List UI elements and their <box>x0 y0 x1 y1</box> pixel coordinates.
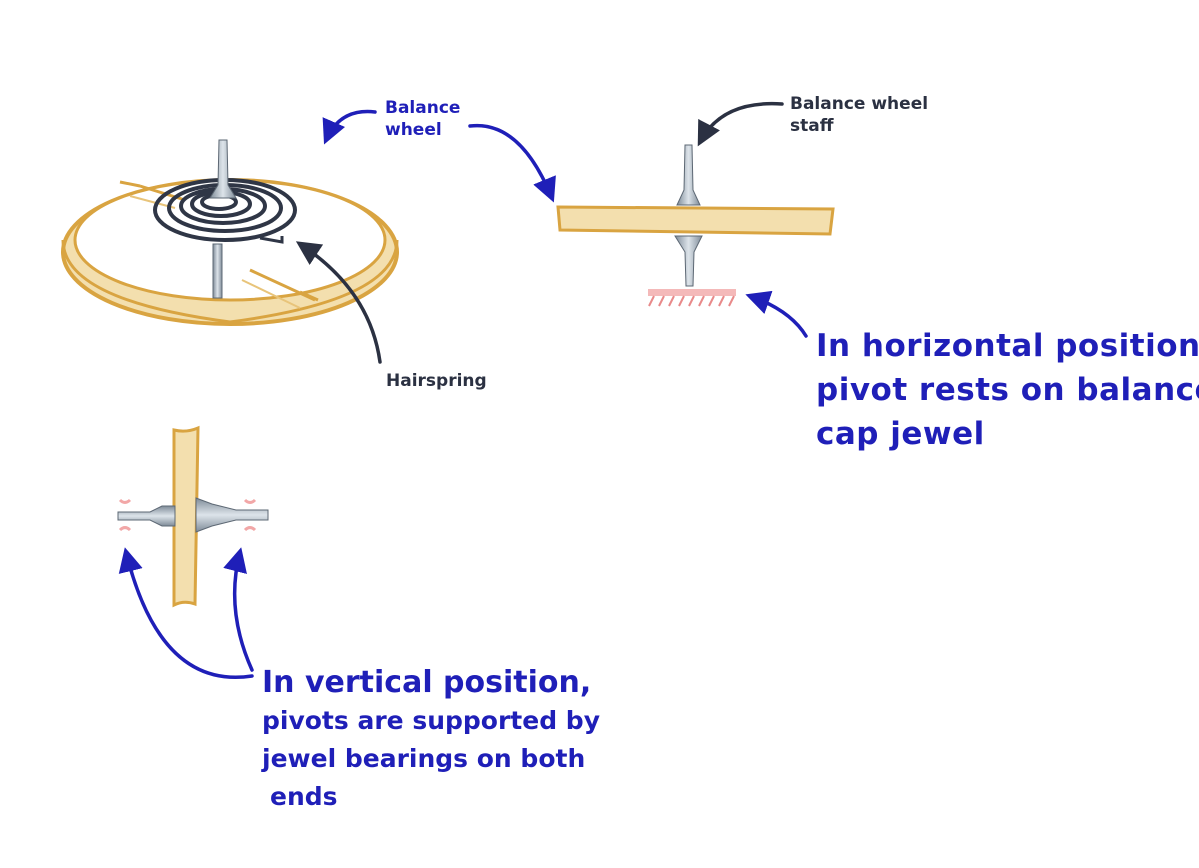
arrow-balance-wheel-right <box>468 123 556 203</box>
note-vertical-position: In vertical position, pivots are support… <box>262 664 600 816</box>
note-horizontal-line3: cap jewel <box>816 416 985 452</box>
balance-wheel-side-view <box>556 144 835 307</box>
arrow-hairspring <box>295 241 382 364</box>
vertical-staff-right <box>195 497 269 533</box>
note-vertical-line1: In vertical position, <box>262 665 592 700</box>
arrow-jewel-left <box>118 547 254 679</box>
balance-wheel-vertical-view <box>117 425 269 608</box>
staff-bottom <box>674 235 703 287</box>
note-horizontal-position: In horizontal position, pivot rests on b… <box>816 324 1199 456</box>
balance-wheel-perspective <box>61 139 399 326</box>
vertical-rim <box>172 425 200 608</box>
label-staff-line2: staff <box>790 116 834 136</box>
note-vertical-line3: jewel bearings on both <box>262 744 586 773</box>
jewel-bearings <box>118 498 257 532</box>
arrow-cap-jewel <box>745 290 808 338</box>
note-horizontal-line2: pivot rests on balance <box>816 372 1199 408</box>
staff-upper <box>209 139 237 199</box>
vertical-staff-left <box>117 505 176 527</box>
label-balance-wheel: Balance wheel <box>385 97 460 141</box>
arrow-staff <box>697 101 784 147</box>
note-horizontal-line1: In horizontal position, <box>816 328 1199 364</box>
staff-top <box>676 144 701 206</box>
label-balance-wheel-line1: Balance <box>385 98 461 118</box>
annotation-arrows <box>118 101 808 679</box>
arrow-balance-wheel-left <box>322 109 377 145</box>
side-rim <box>556 205 835 236</box>
label-hairspring: Hairspring <box>386 371 487 391</box>
label-balance-wheel-staff: Balance wheel staff <box>790 93 928 137</box>
cap-jewel <box>648 289 736 307</box>
arrow-jewel-right <box>223 547 254 672</box>
wheel-spoke <box>119 180 319 302</box>
note-vertical-line2: pivots are supported by <box>262 706 601 735</box>
label-balance-wheel-line2: wheel <box>385 120 442 140</box>
wheel-rim-side <box>61 239 399 324</box>
note-vertical-line4: ends <box>270 782 338 811</box>
staff-lower <box>212 243 223 299</box>
label-staff-line1: Balance wheel <box>790 94 929 114</box>
